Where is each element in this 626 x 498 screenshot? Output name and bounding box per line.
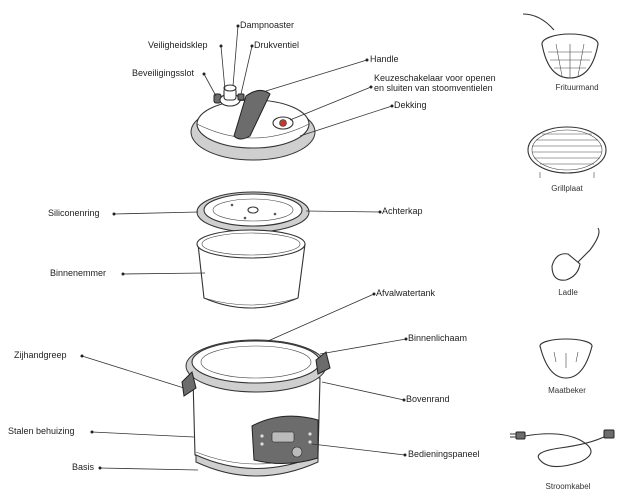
label-zijhandgreep: Zijhandgreep xyxy=(14,350,67,360)
caption-ladle: Ladle xyxy=(558,288,578,297)
label-keuzeschakelaar-2: en sluiten van stoomventielen xyxy=(374,83,493,93)
label-siliconenring: Siliconenring xyxy=(48,208,100,218)
label-handle: Handle xyxy=(370,54,399,64)
label-bovenrand: Bovenrand xyxy=(406,394,450,404)
label-achterkap: Achterkap xyxy=(382,206,423,216)
caption-maatbeker: Maatbeker xyxy=(548,386,586,395)
silicone-ring-illustration xyxy=(196,191,310,233)
label-binnenemmer: Binnenemmer xyxy=(50,268,107,278)
power-cable-illustration xyxy=(510,429,615,468)
label-afvalwatertank: Afvalwatertank xyxy=(376,288,436,298)
caption-grillplaat: Grillplaat xyxy=(551,184,583,193)
frying-basket-illustration xyxy=(522,13,599,79)
label-dampnoaster: Dampnoaster xyxy=(240,20,295,30)
label-bedieningspaneel: Bedieningspaneel xyxy=(408,449,480,459)
label-keuzeschakelaar-1: Keuzeschakelaar voor openen xyxy=(374,73,496,83)
lid-illustration xyxy=(190,84,316,161)
label-dekking: Dekking xyxy=(394,100,427,110)
label-drukventiel: Drukventiel xyxy=(254,40,300,50)
label-basis: Basis xyxy=(72,462,95,472)
valve-switch-red xyxy=(279,119,287,127)
label-veiligheidsklep: Veiligheidsklep xyxy=(148,40,208,50)
measuring-cup-illustration xyxy=(539,338,593,379)
label-beveiligingsslot: Beveiligingsslot xyxy=(132,68,195,78)
ladle-illustration xyxy=(551,227,600,281)
caption-stroomkabel: Stroomkabel xyxy=(545,482,591,491)
inner-pot-illustration xyxy=(196,229,306,309)
cooker-body-illustration xyxy=(181,339,331,477)
grill-plate-illustration xyxy=(527,126,607,178)
label-stalen-behuizing: Stalen behuizing xyxy=(8,426,75,436)
label-binnenlichaam: Binnenlichaam xyxy=(408,333,468,343)
caption-frituurmand: Frituurmand xyxy=(555,83,599,92)
leader-lines xyxy=(80,24,408,471)
